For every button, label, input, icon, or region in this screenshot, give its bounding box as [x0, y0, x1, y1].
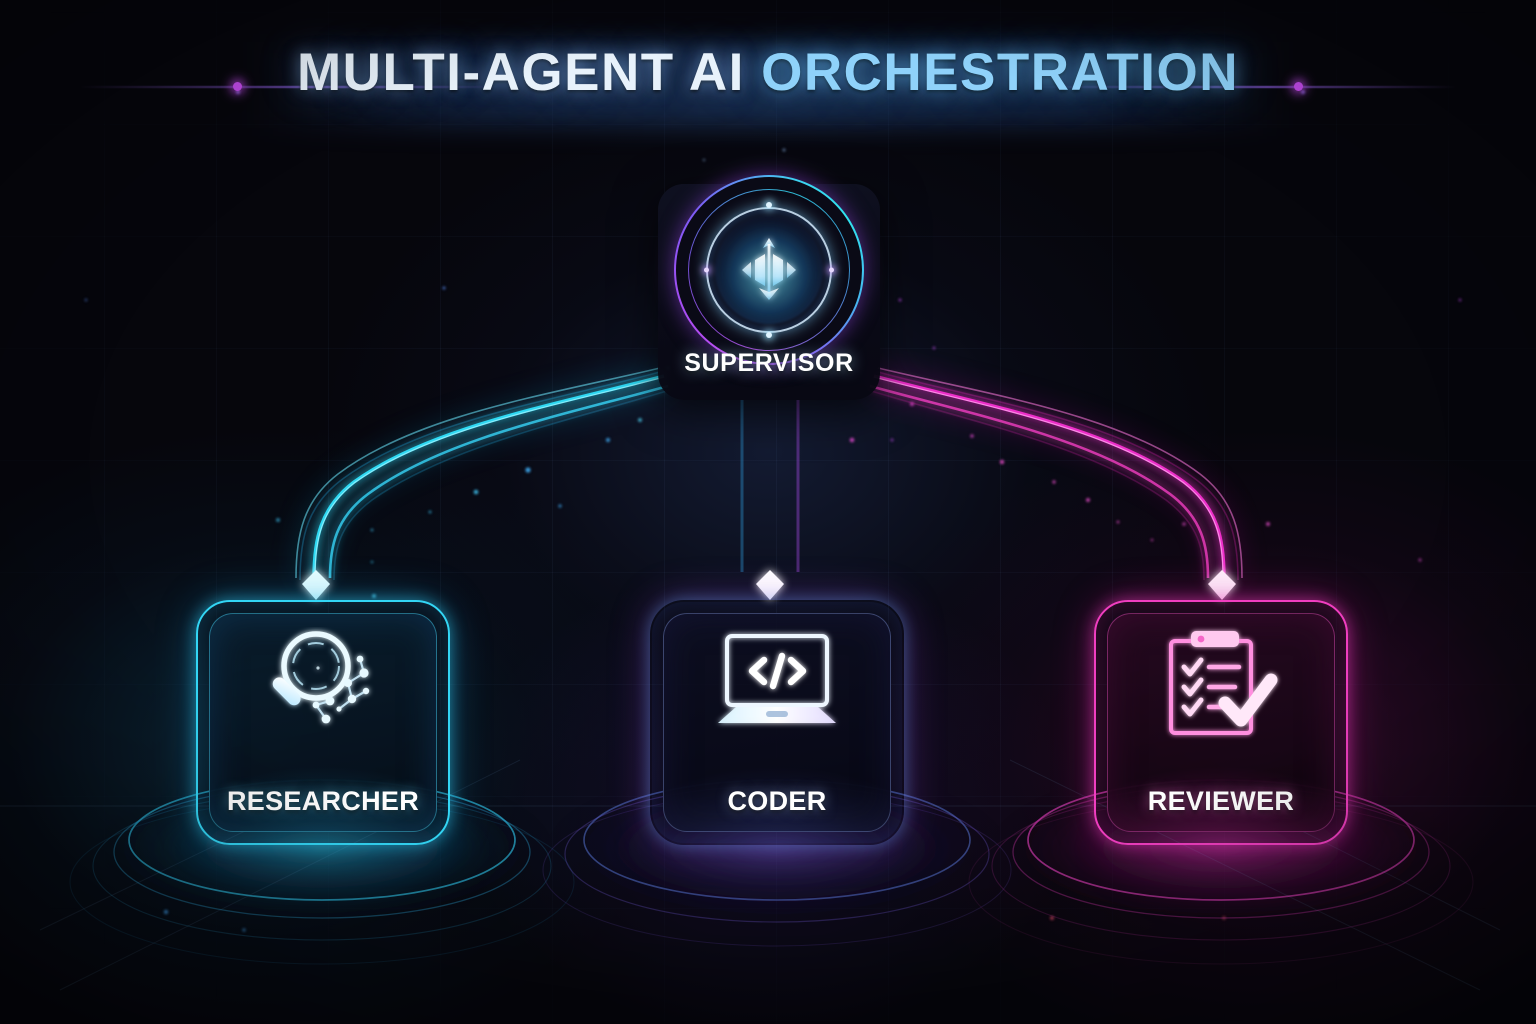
connection-supervisor-reviewer	[867, 367, 1243, 600]
reviewer-label: REVIEWER	[1147, 786, 1295, 816]
connection-supervisor-coder	[740, 400, 800, 600]
clipboard-checklist-icon	[1169, 631, 1278, 735]
supervisor-node[interactable]: SUPERVISOR	[658, 177, 880, 400]
ring-tick-bottom	[766, 332, 772, 338]
supervisor-label: SUPERVISOR	[684, 349, 854, 377]
title-part-ai: AI	[688, 43, 745, 102]
agent-card-reviewer[interactable]: REVIEWER	[1094, 600, 1348, 845]
agent-card-researcher[interactable]: RESEARCHER	[196, 600, 450, 845]
title-part-primary: MULTI-AGENT	[297, 43, 675, 102]
agent-card-coder[interactable]: CODER	[650, 600, 904, 845]
ring-tick-right	[829, 267, 834, 273]
orchestrator-core-icon	[742, 238, 796, 300]
researcher-label: RESEARCHER	[226, 786, 420, 816]
connection-supervisor-researcher	[295, 367, 671, 600]
laptop-code-icon	[718, 634, 836, 723]
ring-tick-top	[766, 202, 772, 208]
coder-label: CODER	[727, 786, 827, 816]
magnifying-glass-network-icon	[272, 631, 370, 724]
title-part-secondary: ORCHESTRATION	[761, 43, 1239, 102]
page-title: MULTI-AGENT AI ORCHESTRATION	[0, 46, 1536, 99]
ring-tick-left	[704, 267, 709, 273]
